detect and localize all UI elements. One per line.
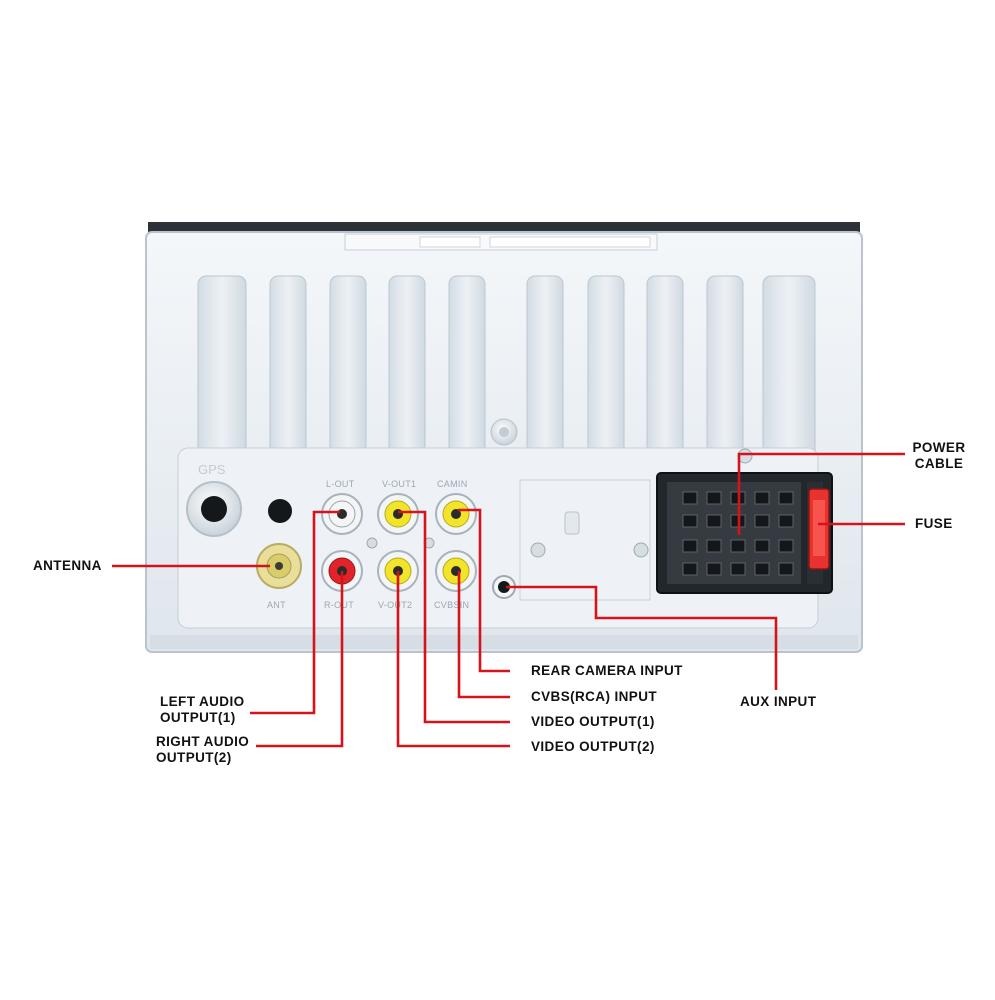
leader-video-out1 bbox=[398, 510, 510, 724]
connector-pin-slot bbox=[682, 514, 698, 528]
connector-pin-slot bbox=[778, 562, 794, 576]
v-out1-label: V-OUT1 bbox=[382, 479, 416, 489]
rca-camera-in bbox=[435, 493, 477, 535]
cvbs-in-label: CVBSIN bbox=[434, 600, 469, 610]
callout-video-output2: VIDEO OUTPUT(2) bbox=[531, 739, 655, 754]
connector-pin-slot bbox=[730, 539, 746, 553]
leader-lines bbox=[112, 452, 905, 748]
callout-fuse: FUSE bbox=[915, 516, 953, 531]
screw bbox=[633, 542, 649, 558]
callout-video-output1: VIDEO OUTPUT(1) bbox=[531, 714, 655, 729]
gps-jack-hole bbox=[201, 496, 227, 522]
connector-pin-slot bbox=[682, 539, 698, 553]
leader-right-audio bbox=[256, 571, 344, 748]
leader-power-cable bbox=[737, 452, 905, 535]
callout-left-audio: LEFT AUDIO OUTPUT(1) bbox=[160, 694, 245, 725]
callout-rear-camera-input: REAR CAMERA INPUT bbox=[531, 663, 683, 678]
fuse-window bbox=[813, 500, 825, 556]
heatsink-slots bbox=[197, 275, 816, 467]
connector-pin-slot bbox=[706, 491, 722, 505]
connector-pin-slot bbox=[706, 562, 722, 576]
callout-power-cable: POWER CABLE bbox=[912, 440, 966, 471]
rca-cvbs-in bbox=[435, 550, 477, 592]
callout-right-audio: RIGHT AUDIO OUTPUT(2) bbox=[156, 734, 250, 765]
callout-antenna: ANTENNA bbox=[33, 558, 102, 573]
connector-pin-slot bbox=[754, 562, 770, 576]
connector-pin-slot bbox=[682, 491, 698, 505]
connector-pin-slot bbox=[706, 539, 722, 553]
connector-pin-slot bbox=[682, 562, 698, 576]
rca-video-out1 bbox=[377, 493, 419, 535]
mic-hole bbox=[268, 499, 292, 523]
leader-rear-camera bbox=[458, 508, 510, 673]
callout-cvbs-input: CVBS(RCA) INPUT bbox=[531, 689, 657, 704]
cam-in-label: CAMIN bbox=[437, 479, 468, 489]
leader-cvbs bbox=[457, 571, 510, 699]
leader-video-out2 bbox=[396, 571, 510, 748]
sticker-block bbox=[419, 236, 481, 248]
connector-pin-slot bbox=[706, 514, 722, 528]
connector-pin-slot bbox=[778, 539, 794, 553]
screw bbox=[530, 542, 546, 558]
mid-recess bbox=[519, 479, 651, 601]
antenna-jack-pin bbox=[275, 562, 283, 570]
connector-pin-slot bbox=[754, 491, 770, 505]
connector-pin-slot bbox=[778, 514, 794, 528]
l-out-label: L-OUT bbox=[326, 479, 355, 489]
leader-left-audio bbox=[250, 510, 340, 715]
leader-aux bbox=[506, 585, 778, 690]
sticker-block bbox=[489, 236, 651, 248]
screw-boss-hole bbox=[499, 427, 509, 437]
ant-label: ANT bbox=[267, 600, 286, 610]
housing-bottom-lip bbox=[150, 635, 858, 649]
connector-pin-slot bbox=[778, 491, 794, 505]
connector-pin-slot bbox=[730, 562, 746, 576]
aux-jack-hole bbox=[498, 581, 510, 593]
screw bbox=[366, 537, 378, 549]
gps-label: GPS bbox=[198, 462, 226, 477]
v-out2-label: V-OUT2 bbox=[378, 600, 412, 610]
r-out-label: R-OUT bbox=[324, 600, 354, 610]
connector-pin-slot bbox=[754, 514, 770, 528]
connector-pin-slot bbox=[754, 539, 770, 553]
clip-slot bbox=[564, 511, 580, 535]
connector-pins bbox=[682, 491, 794, 576]
rca-left-out bbox=[321, 493, 363, 535]
callout-aux-input: AUX INPUT bbox=[740, 694, 817, 709]
